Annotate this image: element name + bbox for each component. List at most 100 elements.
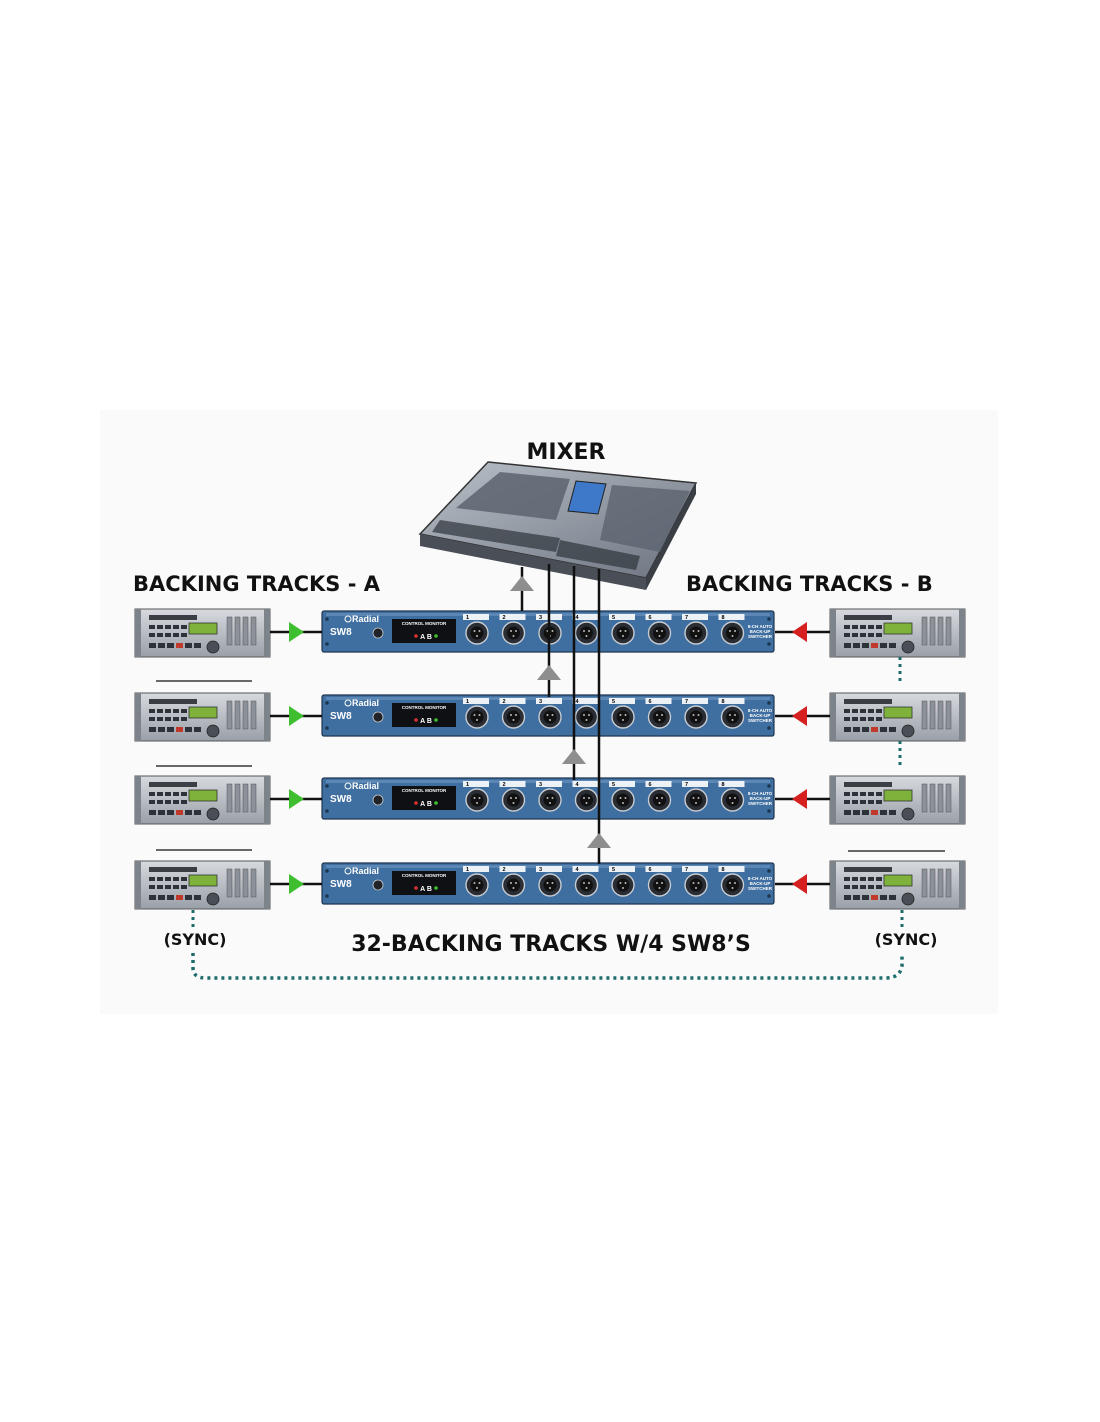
channel-number: 6 <box>649 867 652 873</box>
channel-number: 5 <box>612 782 615 788</box>
deck-b-2 <box>829 692 966 742</box>
control-monitor-label: CONTROL MONITOR <box>402 705 447 710</box>
channel-number: 4 <box>576 615 580 621</box>
channel-label-strip <box>609 866 635 872</box>
control-monitor-panel <box>392 619 456 643</box>
channel-number: 3 <box>539 782 542 788</box>
deck-display <box>188 622 218 635</box>
channel-label-strip <box>718 866 745 872</box>
switcher-caption-line: BACK-UP <box>750 629 771 634</box>
mixer-console <box>418 461 698 590</box>
deck-display <box>188 789 218 802</box>
channel-number: 7 <box>685 782 688 788</box>
channel-number: 6 <box>649 615 652 621</box>
control-monitor-panel <box>392 703 456 727</box>
mixer-label: MIXER <box>526 440 605 465</box>
channel-number: 2 <box>503 867 506 873</box>
led-icon <box>434 886 438 890</box>
deck-b-1 <box>829 608 966 658</box>
channel-label-strip <box>572 781 599 787</box>
caption-label: 32-BACKING TRACKS W/4 SW8’S <box>351 932 751 957</box>
channel-label-strip <box>682 866 708 872</box>
led-icon <box>434 801 438 805</box>
switcher-caption-line: SWITCHER <box>748 718 773 723</box>
channel-number: 3 <box>539 699 542 705</box>
channel-number: 6 <box>649 782 652 788</box>
channel-number: 4 <box>576 782 580 788</box>
channel-number: 3 <box>539 867 542 873</box>
channel-number: 2 <box>503 615 506 621</box>
channel-label-strip <box>609 781 635 787</box>
channel-number: 1 <box>466 782 469 788</box>
switcher-caption-line: BACK-UP <box>750 796 771 801</box>
jog-wheel-icon <box>901 724 915 738</box>
up-arrow-icon <box>587 833 611 848</box>
control-monitor-label: CONTROL MONITOR <box>402 788 447 793</box>
arrow-a-icon <box>289 622 304 642</box>
radial-logo-icon <box>344 782 352 790</box>
channel-label-strip <box>499 781 526 787</box>
switcher-caption-line: SWITCHER <box>748 886 773 891</box>
deck-b-3 <box>829 775 966 825</box>
led-icon <box>434 718 438 722</box>
channel-number: 5 <box>612 867 615 873</box>
deck-a-2 <box>134 692 271 742</box>
switcher-caption-line: BACK-UP <box>750 713 771 718</box>
jog-wheel-icon <box>206 807 220 821</box>
channel-label-strip <box>609 698 635 704</box>
channel-label-strip <box>718 698 745 704</box>
led-icon <box>414 634 418 638</box>
deck-display <box>188 874 218 887</box>
channel-label-strip <box>645 614 672 620</box>
jog-wheel-icon <box>901 807 915 821</box>
up-arrow-icon <box>562 749 586 764</box>
brand-label: Radial <box>352 781 379 791</box>
channel-label-strip <box>645 781 672 787</box>
knob-icon <box>372 627 384 639</box>
channel-label-strip <box>536 866 562 872</box>
channel-label-strip <box>463 781 489 787</box>
model-label: SW8 <box>330 794 352 805</box>
channel-label-strip <box>682 781 708 787</box>
knob-icon <box>372 711 384 723</box>
backing-tracks-b-label: BACKING TRACKS - B <box>686 572 933 596</box>
control-monitor-panel <box>392 786 456 810</box>
channel-label-strip <box>682 614 708 620</box>
sync-label-left: (SYNC) <box>164 930 227 949</box>
channel-number: 2 <box>503 782 506 788</box>
led-icon <box>414 801 418 805</box>
up-arrow-icon <box>510 576 534 591</box>
channel-label-strip <box>499 614 526 620</box>
channel-number: 7 <box>685 699 688 705</box>
channel-label-strip <box>572 866 599 872</box>
led-icon <box>414 886 418 890</box>
switcher-caption-line: 8-CH AUTO <box>748 624 773 629</box>
ab-indicator-label: A B <box>420 886 432 893</box>
switcher-caption-line: SWITCHER <box>748 634 773 639</box>
channel-number: 8 <box>722 615 725 621</box>
up-arrow-icon <box>537 665 561 680</box>
channel-label-strip <box>463 698 489 704</box>
control-monitor-label: CONTROL MONITOR <box>402 873 447 878</box>
jog-wheel-icon <box>901 640 915 654</box>
deck-display <box>883 622 913 635</box>
channel-label-strip <box>572 698 599 704</box>
channel-number: 3 <box>539 615 542 621</box>
jog-wheel-icon <box>206 640 220 654</box>
channel-number: 1 <box>466 699 469 705</box>
channel-label-strip <box>463 614 489 620</box>
deck-display <box>883 789 913 802</box>
sync-label-right: (SYNC) <box>875 930 938 949</box>
channel-label-strip <box>499 866 526 872</box>
arrow-a-icon <box>289 874 304 894</box>
led-icon <box>414 718 418 722</box>
model-label: SW8 <box>330 879 352 890</box>
channel-number: 8 <box>722 782 725 788</box>
channel-number: 7 <box>685 867 688 873</box>
control-monitor-panel <box>392 871 456 895</box>
channel-label-strip <box>572 614 599 620</box>
jog-wheel-icon <box>901 892 915 906</box>
switcher-caption-line: 8-CH AUTO <box>748 708 773 713</box>
